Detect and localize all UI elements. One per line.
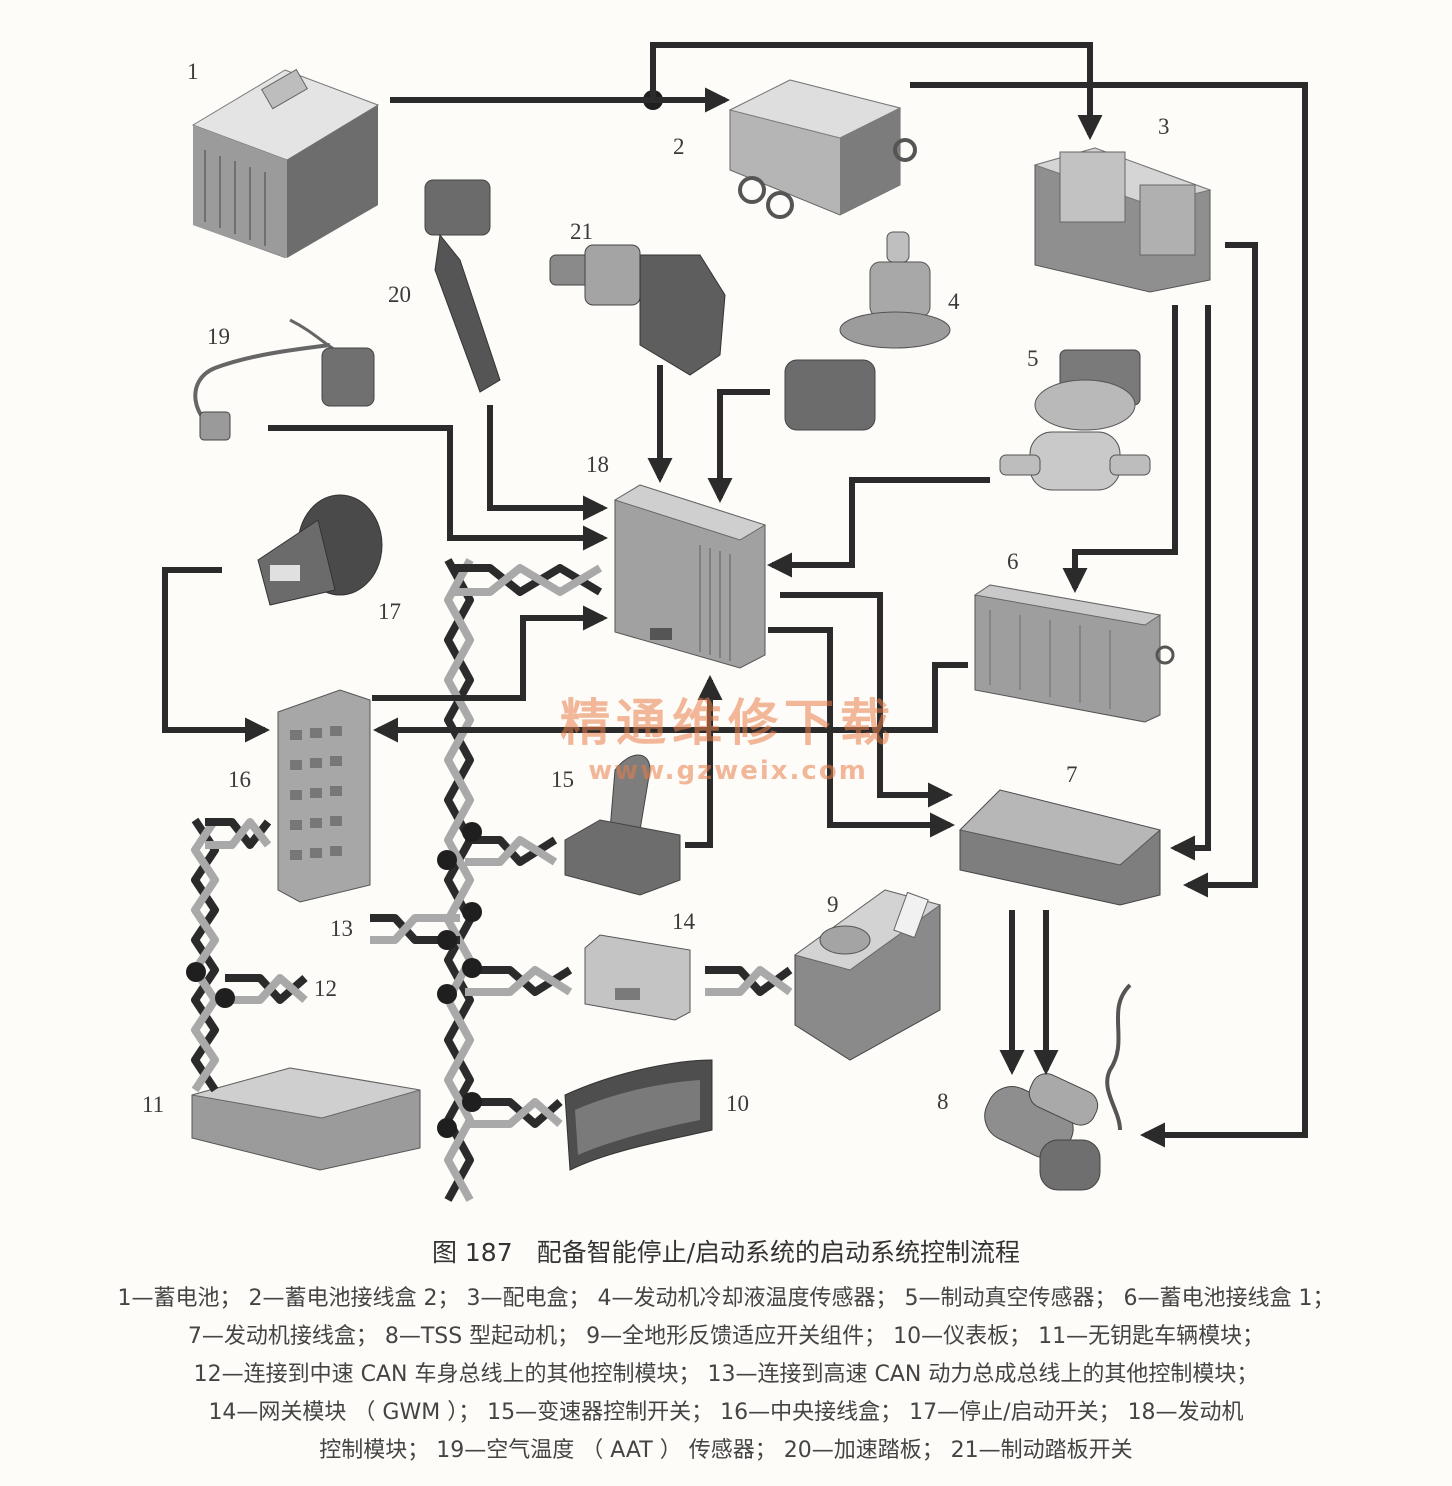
component-legend: 1—蓄电池； 2—蓄电池接线盒 2； 3—配电盒； 4—发动机冷却液温度传感器；… xyxy=(0,1282,1452,1472)
keyless-vehicle-module-shape xyxy=(192,1068,420,1170)
label-10: 10 xyxy=(726,1092,749,1115)
gateway-module-shape xyxy=(585,935,690,1020)
starter-motor-shape xyxy=(977,985,1130,1190)
legend-line: 控制模块； 19—空气温度 （ AAT ） 传感器； 20—加速踏板； 21—制… xyxy=(0,1434,1452,1472)
junction-dot xyxy=(437,850,457,870)
label-20: 20 xyxy=(388,283,411,306)
legend-line: 12—连接到中速 CAN 车身总线上的其他控制模块； 13—连接到高速 CAN … xyxy=(0,1358,1452,1396)
label-6: 6 xyxy=(1007,550,1019,573)
label-14: 14 xyxy=(672,910,695,933)
label-2: 2 xyxy=(673,135,685,158)
watermark-url: www.gzweix.com xyxy=(548,758,908,784)
label-19: 19 xyxy=(207,325,230,348)
accelerator-pedal-shape xyxy=(425,180,500,392)
junction-dot xyxy=(462,1092,482,1112)
junction-dot xyxy=(437,1118,457,1138)
power-distribution-box-shape xyxy=(1035,148,1210,292)
junction-dot xyxy=(462,902,482,922)
label-18: 18 xyxy=(586,453,609,476)
engine-junction-box-shape xyxy=(960,790,1160,905)
brake-vacuum-sensor-shape xyxy=(1000,350,1150,490)
label-5: 5 xyxy=(1027,347,1039,370)
label-8: 8 xyxy=(937,1090,949,1113)
arrow-switch-to-cjb xyxy=(165,570,265,730)
label-7: 7 xyxy=(1066,763,1078,786)
junction-dot xyxy=(215,988,235,1008)
junction-dot xyxy=(437,984,457,1004)
label-16: 16 xyxy=(228,768,251,791)
figure-caption: 图 187 配备智能停止/启动系统的启动系统控制流程 xyxy=(0,1238,1452,1268)
coolant-temp-sensor-shape xyxy=(785,232,950,430)
junction-dot xyxy=(186,962,206,982)
junction-dot xyxy=(437,930,457,950)
arrow-pdb-to-ejb-1 xyxy=(1175,305,1208,848)
arrow-vacuum-to-ecm xyxy=(772,480,990,565)
watermark-text: 精通维修下载 xyxy=(548,698,908,748)
label-21: 21 xyxy=(570,220,593,243)
arrow-cjb-to-ecm xyxy=(372,618,603,698)
label-11: 11 xyxy=(142,1093,164,1116)
instrument-cluster-shape xyxy=(565,1060,712,1170)
legend-line: 7—发动机接线盒； 8—TSS 型起动机； 9—全地形反馈适应开关组件； 10—… xyxy=(0,1320,1452,1358)
terrain-switch-pack-shape xyxy=(795,890,940,1060)
battery-junction-box-1-shape xyxy=(975,585,1173,722)
battery-junction-box-2-shape xyxy=(730,80,915,217)
stop-start-switch-shape xyxy=(258,495,382,605)
label-1: 1 xyxy=(187,60,199,83)
brake-pedal-switch-shape xyxy=(550,245,725,375)
legend-line: 1—蓄电池； 2—蓄电池接线盒 2； 3—配电盒； 4—发动机冷却液温度传感器；… xyxy=(0,1282,1452,1320)
label-13: 13 xyxy=(330,917,353,940)
label-17: 17 xyxy=(378,600,401,623)
label-4: 4 xyxy=(948,290,960,313)
engine-control-module-shape xyxy=(615,485,765,668)
arrow-pdb-to-ejb-2 xyxy=(1188,245,1255,885)
label-3: 3 xyxy=(1158,115,1170,138)
central-junction-box-shape xyxy=(278,690,370,902)
label-12: 12 xyxy=(314,977,337,1000)
control-flow-diagram xyxy=(0,0,1452,1230)
battery-shape xyxy=(193,70,378,258)
figure-title: 配备智能停止/启动系统的启动系统控制流程 xyxy=(537,1238,1020,1267)
figure-number: 图 187 xyxy=(432,1238,513,1267)
legend-line: 14—网关模块 （ GWM ）； 15—变速器控制开关； 16—中央接线盒； 1… xyxy=(0,1396,1452,1434)
junction-dot xyxy=(462,822,482,842)
arrow-coolant-to-ecm xyxy=(720,392,770,498)
junction-dot xyxy=(462,958,482,978)
label-9: 9 xyxy=(827,893,839,916)
